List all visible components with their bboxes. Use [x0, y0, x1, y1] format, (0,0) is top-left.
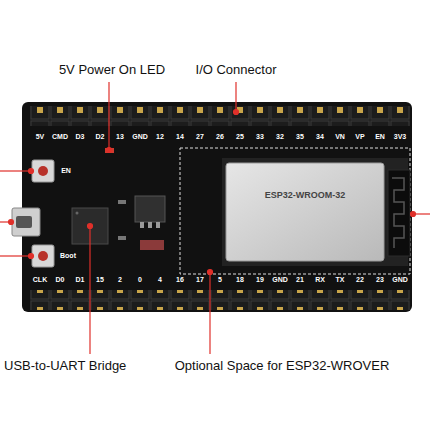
button-label: EN	[61, 167, 71, 175]
pin-label: VN	[335, 133, 345, 141]
pin-label: CMD	[52, 133, 68, 141]
pin-label: 22	[356, 276, 364, 284]
pin-label: D3	[76, 133, 85, 141]
usb-connector	[12, 208, 40, 236]
pin-label: 35	[296, 133, 304, 141]
pin-label: VP	[355, 133, 364, 141]
module-shield	[226, 163, 384, 261]
pin-label: D0	[56, 276, 65, 284]
usb-port	[16, 216, 32, 228]
pin-label: TX	[336, 276, 345, 284]
pin-label: 18	[236, 276, 244, 284]
pcb-board	[22, 102, 412, 312]
pin-label: 0	[138, 276, 142, 284]
module-label: ESP32-WROOM-32	[265, 191, 346, 201]
pin-label: 2	[118, 276, 122, 284]
pin-label: 15	[96, 276, 104, 284]
top-pin-header	[30, 106, 410, 126]
leader-dot	[88, 224, 93, 229]
callout-label: USB-to-UART Bridge	[4, 359, 126, 373]
button-cap	[38, 166, 48, 176]
callout-label: 5V Power On LED	[59, 63, 165, 77]
leader-dot	[29, 254, 34, 259]
antenna-trace	[392, 178, 404, 248]
pin-label: D1	[76, 276, 85, 284]
leader-dot	[107, 148, 112, 153]
en-button	[32, 160, 54, 182]
pin-label: EN	[375, 133, 385, 141]
leader-dot	[208, 270, 213, 275]
antenna	[388, 170, 410, 256]
leader-dot	[9, 220, 14, 225]
pin-label: D2	[96, 133, 105, 141]
pin-label: 14	[176, 133, 184, 141]
leader-dot	[411, 212, 416, 217]
leader-line	[0, 170, 30, 171]
pin-label: GND	[132, 133, 148, 141]
leader-line	[414, 213, 430, 214]
leader-line	[89, 228, 90, 354]
leader-line	[108, 82, 109, 148]
pin-label: 5V	[36, 133, 45, 141]
bottom-pin-header	[30, 290, 410, 310]
leader-line	[235, 82, 236, 110]
pin-label: 17	[196, 276, 204, 284]
pin-label: 16	[176, 276, 184, 284]
pin-label: 13	[116, 133, 124, 141]
leader-dot	[234, 110, 239, 115]
smd-part	[118, 200, 126, 204]
pin-label: 12	[156, 133, 164, 141]
pin-label: 4	[158, 276, 162, 284]
voltage-regulator	[135, 196, 165, 222]
callout-label: Optional Space for ESP32-WROVER	[175, 359, 390, 373]
leader-lines	[0, 82, 430, 354]
leader-line	[209, 274, 210, 354]
pin-label: 23	[376, 276, 384, 284]
pin-label: 32	[276, 133, 284, 141]
leader-dot	[29, 169, 34, 174]
power-led	[105, 148, 114, 153]
pin-label: 26	[216, 133, 224, 141]
smd-part	[118, 236, 126, 240]
pin-label: 5	[218, 276, 222, 284]
pin-label: 3V3	[394, 133, 406, 141]
leader-line	[0, 255, 30, 256]
callout-label: I/O Connector	[196, 63, 277, 77]
pin-label: RX	[315, 276, 325, 284]
pin-label: CLK	[33, 276, 47, 284]
pin-label: 27	[196, 133, 204, 141]
pin-label: 34	[316, 133, 324, 141]
button-label: Boot	[60, 252, 76, 260]
pin-label: 21	[296, 276, 304, 284]
regulator-leg	[140, 222, 144, 228]
capacitor	[140, 240, 164, 250]
boot-button	[32, 245, 54, 267]
regulator-leg	[156, 222, 160, 228]
pin-label: 25	[236, 133, 244, 141]
pin-label: 19	[256, 276, 264, 284]
chip-dot	[76, 212, 79, 215]
pin-label: 33	[256, 133, 264, 141]
module-pcb	[222, 158, 408, 266]
wrover-outline	[180, 148, 410, 274]
regulator-leg	[148, 222, 152, 228]
button-cap	[38, 251, 48, 261]
pin-label: GND	[392, 276, 408, 284]
pin-label: GND	[272, 276, 288, 284]
